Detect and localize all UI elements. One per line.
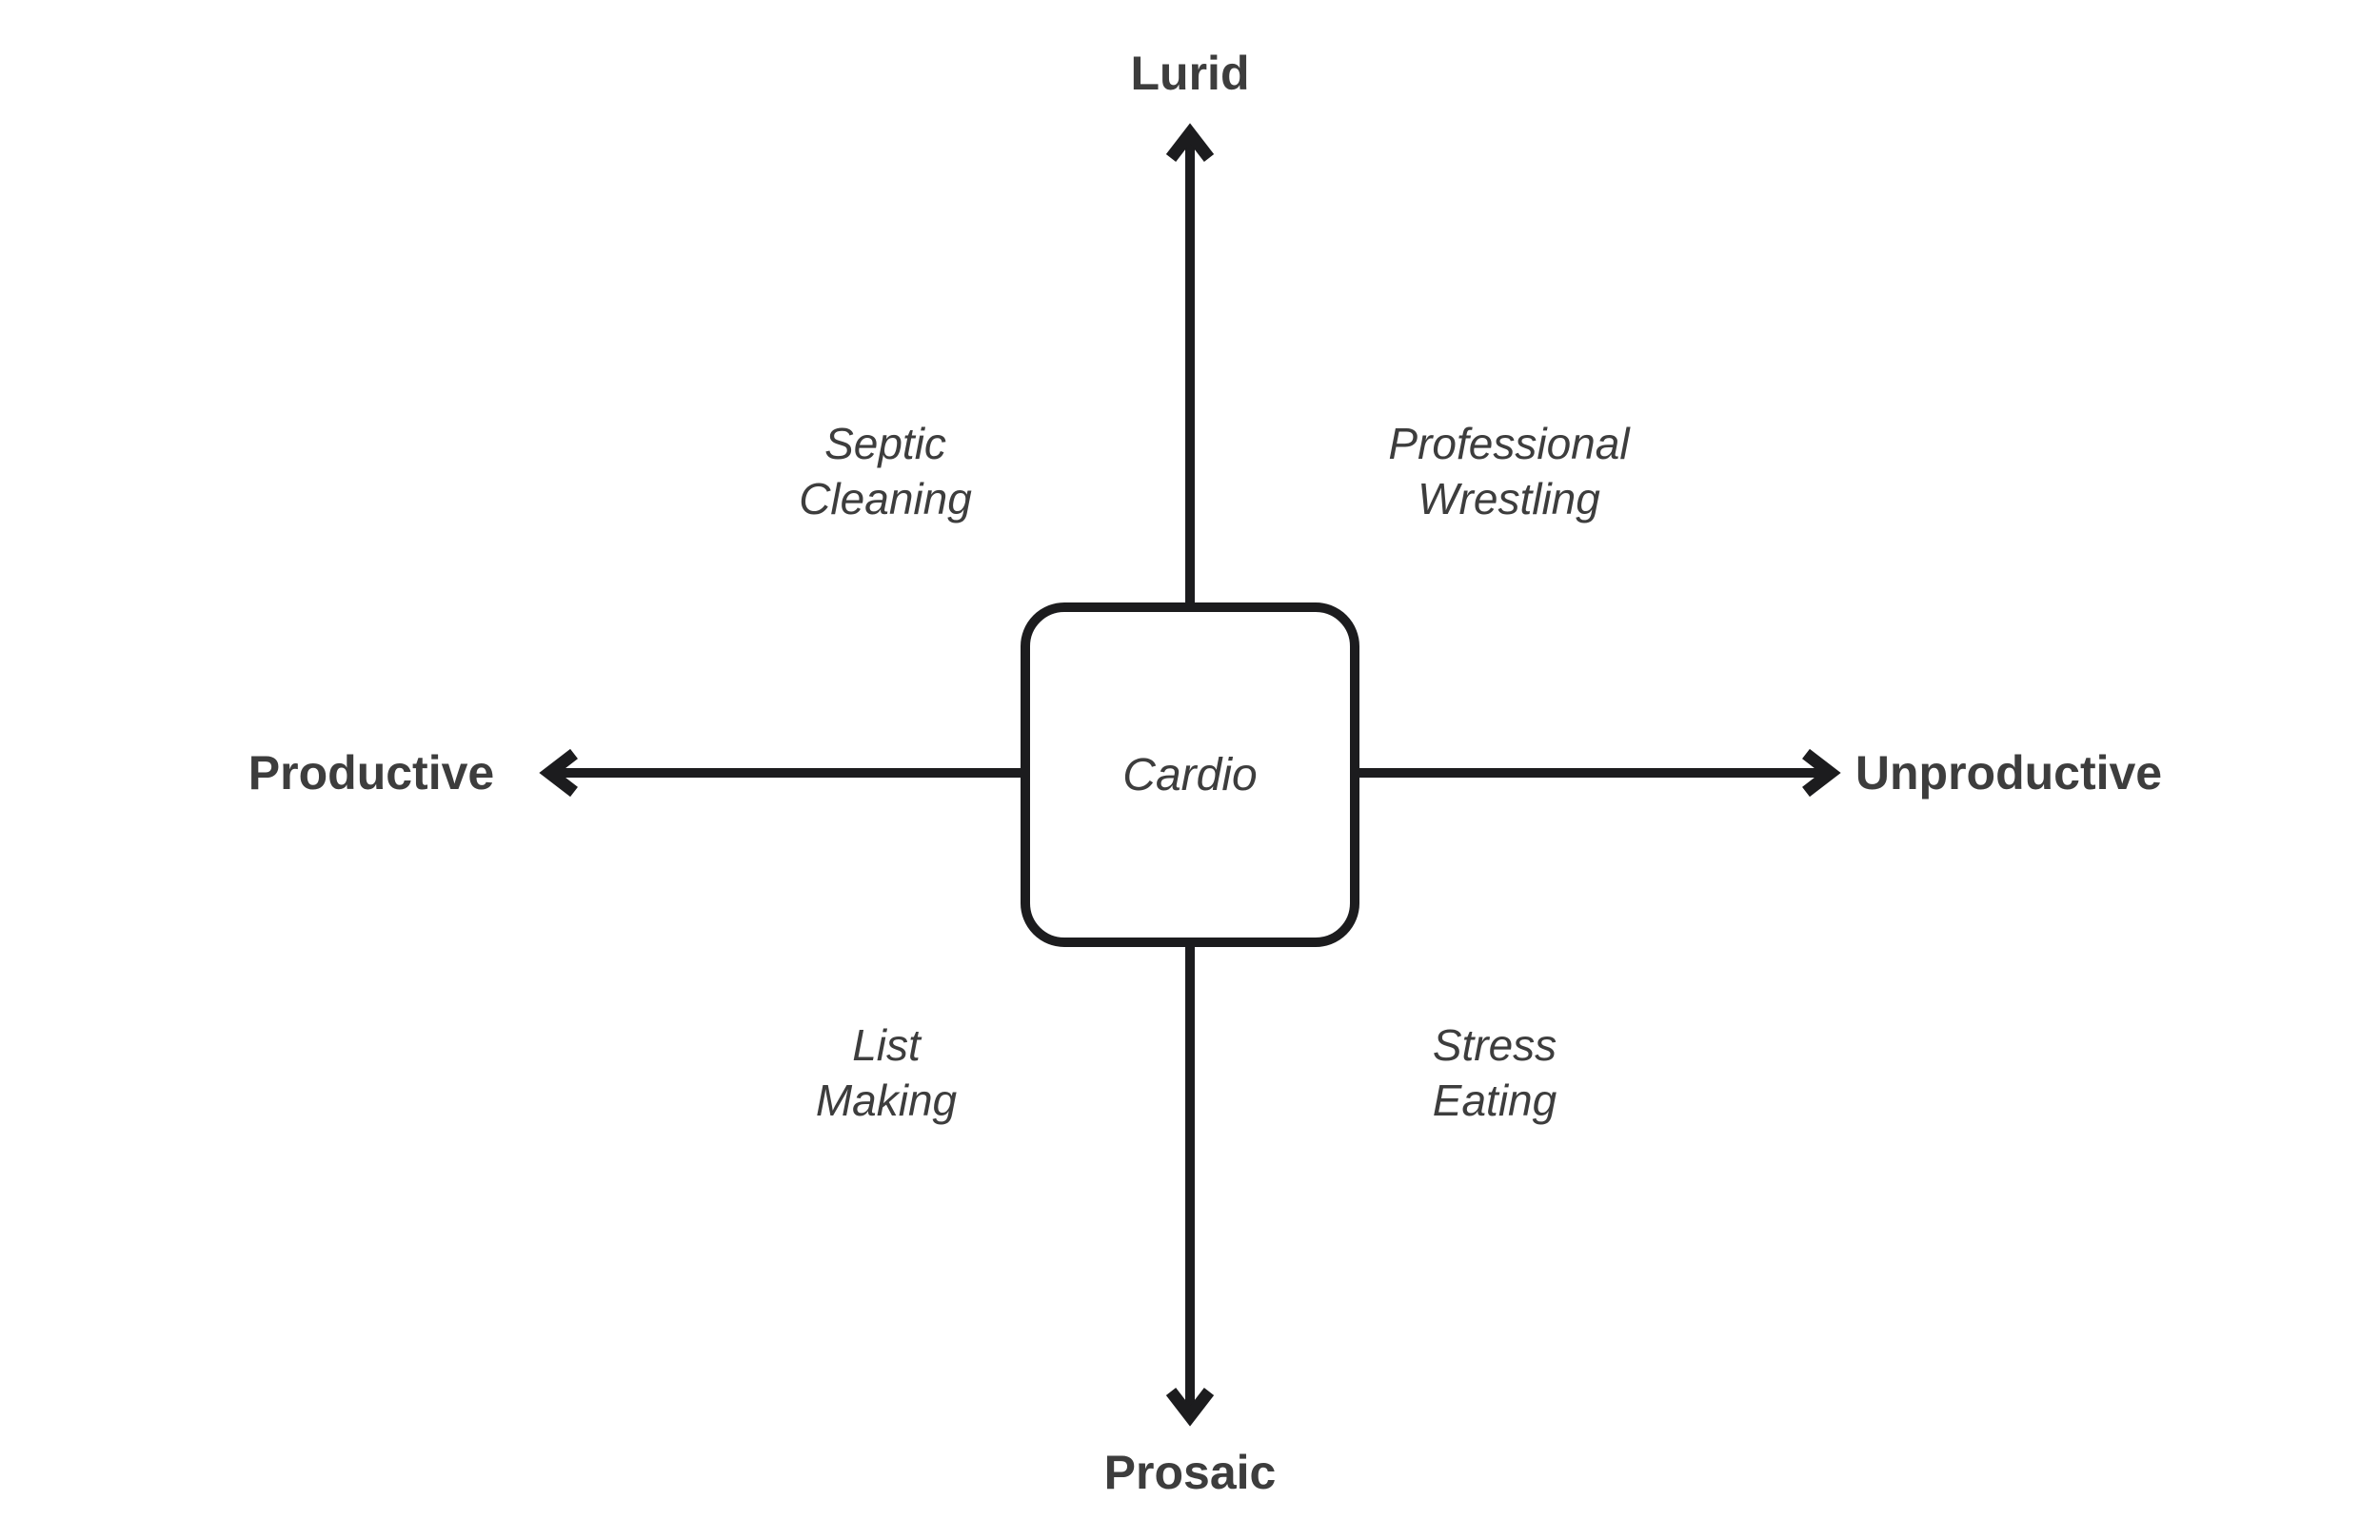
axis-arrow-right <box>1359 748 1841 798</box>
quadrant-label-line: Cleaning <box>799 474 972 523</box>
quadrant-label-line: List <box>852 1020 921 1070</box>
center-box: Cardio <box>1021 602 1359 947</box>
quadrant-label-line: Making <box>815 1076 958 1125</box>
center-label: Cardio <box>1122 749 1258 800</box>
axis-label-bottom: Prosaic <box>1103 1446 1277 1499</box>
quadrant-label-top-right: Professional Wrestling <box>1388 416 1629 526</box>
quadrant-label-line: Professional <box>1388 419 1630 468</box>
axis-label-left: Productive <box>248 746 495 800</box>
quadrant-label-line: Stress <box>1432 1020 1557 1070</box>
axis-label-right: Unproductive <box>1854 746 2163 800</box>
quadrant-label-bottom-left: List Making <box>816 1017 957 1128</box>
quadrant-label-line: Wrestling <box>1418 474 1600 523</box>
axis-arrow-left <box>539 748 1021 798</box>
quadrant-label-line: Septic <box>824 419 946 468</box>
axis-arrow-up <box>1165 123 1215 602</box>
quadrant-label-line: Eating <box>1432 1076 1557 1125</box>
axis-arrow-down <box>1165 947 1215 1427</box>
quadrant-label-top-left: Septic Cleaning <box>799 416 972 526</box>
axis-label-top: Lurid <box>1130 47 1250 100</box>
quadrant-label-bottom-right: Stress Eating <box>1433 1017 1557 1128</box>
